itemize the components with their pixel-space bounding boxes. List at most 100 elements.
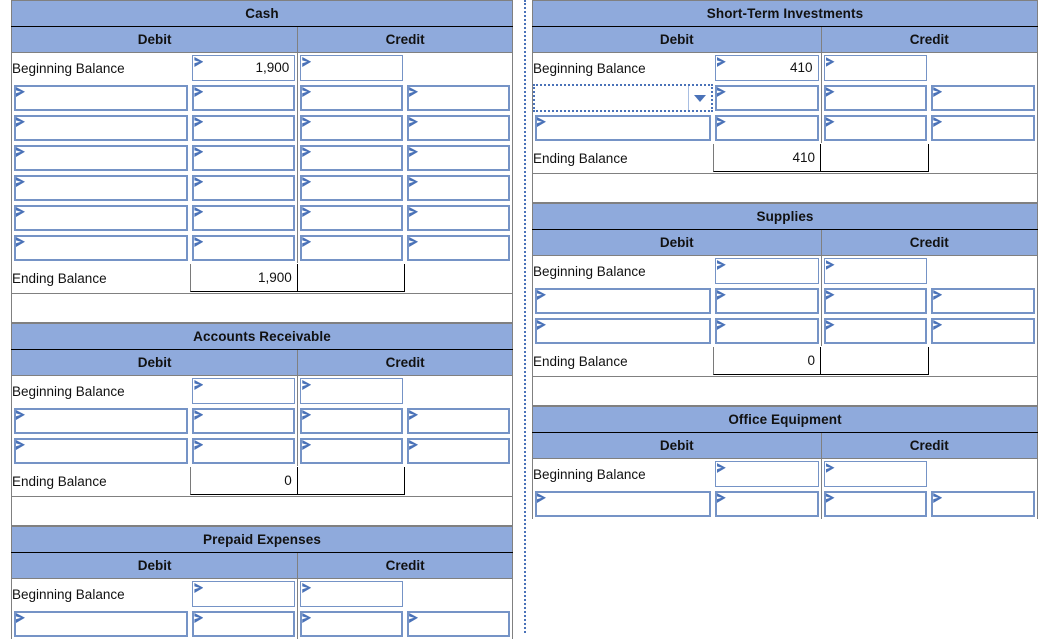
credit-label-input-cell[interactable] bbox=[407, 175, 510, 201]
beginning-balance-debit-cell[interactable] bbox=[190, 375, 299, 406]
entry-credit-cell[interactable] bbox=[298, 436, 405, 466]
credit-label-input-cell[interactable] bbox=[931, 318, 1035, 344]
credit-amount-input-cell[interactable] bbox=[300, 408, 404, 434]
entry-debit-cell[interactable] bbox=[190, 233, 299, 263]
beginning-balance-debit-cell[interactable]: 1,900 bbox=[190, 52, 299, 83]
entry-credit-label-cell[interactable] bbox=[929, 316, 1039, 346]
debit-amount-input-cell[interactable] bbox=[714, 85, 819, 111]
entry-debit-label-cell[interactable] bbox=[11, 203, 191, 233]
credit-label-input-cell[interactable] bbox=[931, 85, 1035, 111]
beginning-balance-debit-cell[interactable] bbox=[190, 578, 299, 609]
entry-credit-cell[interactable] bbox=[298, 233, 405, 263]
debit-amount-input-cell[interactable] bbox=[192, 235, 296, 261]
credit-amount-input-cell[interactable] bbox=[300, 85, 404, 111]
entry-credit-label-cell[interactable] bbox=[405, 173, 514, 203]
debit-label-input-cell[interactable] bbox=[14, 438, 189, 464]
credit-amount-input-cell[interactable] bbox=[823, 115, 928, 141]
debit-label-input-cell[interactable] bbox=[535, 288, 711, 314]
entry-debit-label-cell[interactable] bbox=[11, 233, 191, 263]
credit-amount-input-cell[interactable] bbox=[823, 491, 928, 517]
credit-label-input-cell[interactable] bbox=[407, 145, 510, 171]
debit-amount-input-cell[interactable]: 1,900 bbox=[192, 55, 296, 81]
credit-amount-input-cell[interactable] bbox=[823, 288, 928, 314]
credit-label-input-cell[interactable] bbox=[407, 115, 510, 141]
entry-credit-cell[interactable] bbox=[298, 113, 405, 143]
beginning-balance-credit-cell[interactable] bbox=[298, 376, 405, 407]
entry-credit-label-cell[interactable] bbox=[405, 436, 514, 466]
debit-amount-input-cell[interactable] bbox=[192, 205, 296, 231]
credit-label-input-cell[interactable] bbox=[407, 235, 510, 261]
entry-credit-cell[interactable] bbox=[298, 406, 405, 436]
debit-amount-input-cell[interactable] bbox=[192, 408, 296, 434]
debit-label-input-cell[interactable] bbox=[535, 491, 711, 517]
entry-credit-cell[interactable] bbox=[821, 83, 929, 113]
entry-debit-label-cell[interactable] bbox=[11, 436, 191, 466]
entry-credit-cell[interactable] bbox=[298, 143, 405, 173]
entry-debit-label-cell[interactable] bbox=[11, 113, 191, 143]
entry-debit-label-cell[interactable] bbox=[11, 83, 191, 113]
credit-amount-input-cell[interactable] bbox=[823, 258, 928, 284]
credit-amount-input-cell[interactable] bbox=[300, 145, 404, 171]
debit-amount-input-cell[interactable] bbox=[192, 611, 296, 637]
entry-debit-cell[interactable] bbox=[190, 406, 299, 436]
beginning-balance-credit-cell[interactable] bbox=[821, 459, 929, 490]
debit-amount-input-cell[interactable] bbox=[714, 115, 819, 141]
beginning-balance-credit-cell[interactable] bbox=[821, 256, 929, 287]
debit-amount-input-cell[interactable] bbox=[714, 461, 819, 487]
entry-debit-cell[interactable] bbox=[190, 173, 299, 203]
debit-label-input-cell[interactable] bbox=[535, 318, 711, 344]
entry-debit-cell[interactable] bbox=[190, 143, 299, 173]
entry-debit-cell[interactable] bbox=[190, 609, 299, 639]
account-dropdown[interactable] bbox=[533, 84, 713, 112]
credit-label-input-cell[interactable] bbox=[931, 491, 1035, 517]
credit-amount-input-cell[interactable] bbox=[300, 55, 404, 81]
debit-amount-input-cell[interactable] bbox=[192, 115, 296, 141]
credit-amount-input-cell[interactable] bbox=[300, 438, 404, 464]
debit-amount-input-cell[interactable] bbox=[192, 175, 296, 201]
entry-credit-cell[interactable] bbox=[821, 113, 929, 143]
debit-label-input-cell[interactable] bbox=[14, 611, 189, 637]
debit-label-input-cell[interactable] bbox=[14, 408, 189, 434]
entry-debit-label-cell[interactable] bbox=[11, 609, 191, 639]
entry-debit-cell[interactable] bbox=[712, 316, 822, 346]
entry-credit-label-cell[interactable] bbox=[405, 203, 514, 233]
credit-label-input-cell[interactable] bbox=[407, 438, 510, 464]
credit-amount-input-cell[interactable] bbox=[300, 205, 404, 231]
entry-debit-label-cell[interactable] bbox=[11, 143, 191, 173]
entry-debit-label-cell[interactable] bbox=[531, 286, 713, 316]
entry-credit-label-cell[interactable] bbox=[929, 489, 1039, 519]
entry-credit-cell[interactable] bbox=[298, 203, 405, 233]
entry-credit-cell[interactable] bbox=[298, 83, 405, 113]
entry-credit-label-cell[interactable] bbox=[405, 609, 514, 639]
debit-label-input-cell[interactable] bbox=[14, 175, 189, 201]
debit-amount-input-cell[interactable] bbox=[192, 85, 296, 111]
debit-amount-input-cell[interactable] bbox=[714, 258, 819, 284]
credit-label-input-cell[interactable] bbox=[931, 115, 1035, 141]
credit-amount-input-cell[interactable] bbox=[823, 85, 928, 111]
entry-credit-cell[interactable] bbox=[821, 286, 929, 316]
entry-debit-cell[interactable] bbox=[190, 113, 299, 143]
entry-credit-cell[interactable] bbox=[298, 609, 405, 639]
entry-debit-label-cell[interactable] bbox=[531, 113, 713, 143]
entry-credit-label-cell[interactable] bbox=[405, 83, 514, 113]
credit-amount-input-cell[interactable] bbox=[300, 175, 404, 201]
credit-amount-input-cell[interactable] bbox=[300, 115, 404, 141]
credit-amount-input-cell[interactable] bbox=[300, 611, 404, 637]
debit-amount-input-cell[interactable] bbox=[714, 491, 819, 517]
entry-credit-label-cell[interactable] bbox=[405, 113, 514, 143]
entry-credit-label-cell[interactable] bbox=[405, 233, 514, 263]
entry-debit-cell[interactable] bbox=[190, 436, 299, 466]
credit-label-input-cell[interactable] bbox=[931, 288, 1035, 314]
entry-credit-label-cell[interactable] bbox=[929, 113, 1039, 143]
beginning-balance-debit-cell[interactable] bbox=[712, 458, 822, 489]
debit-amount-input-cell[interactable] bbox=[192, 581, 296, 607]
entry-debit-cell[interactable] bbox=[190, 83, 299, 113]
debit-label-input-cell[interactable] bbox=[14, 235, 189, 261]
credit-amount-input-cell[interactable] bbox=[823, 55, 928, 81]
entry-credit-label-cell[interactable] bbox=[405, 143, 514, 173]
entry-credit-cell[interactable] bbox=[821, 316, 929, 346]
debit-amount-input-cell[interactable] bbox=[192, 145, 296, 171]
credit-amount-input-cell[interactable] bbox=[823, 318, 928, 344]
entry-debit-cell[interactable] bbox=[712, 286, 822, 316]
entry-debit-label-cell[interactable] bbox=[531, 489, 713, 519]
